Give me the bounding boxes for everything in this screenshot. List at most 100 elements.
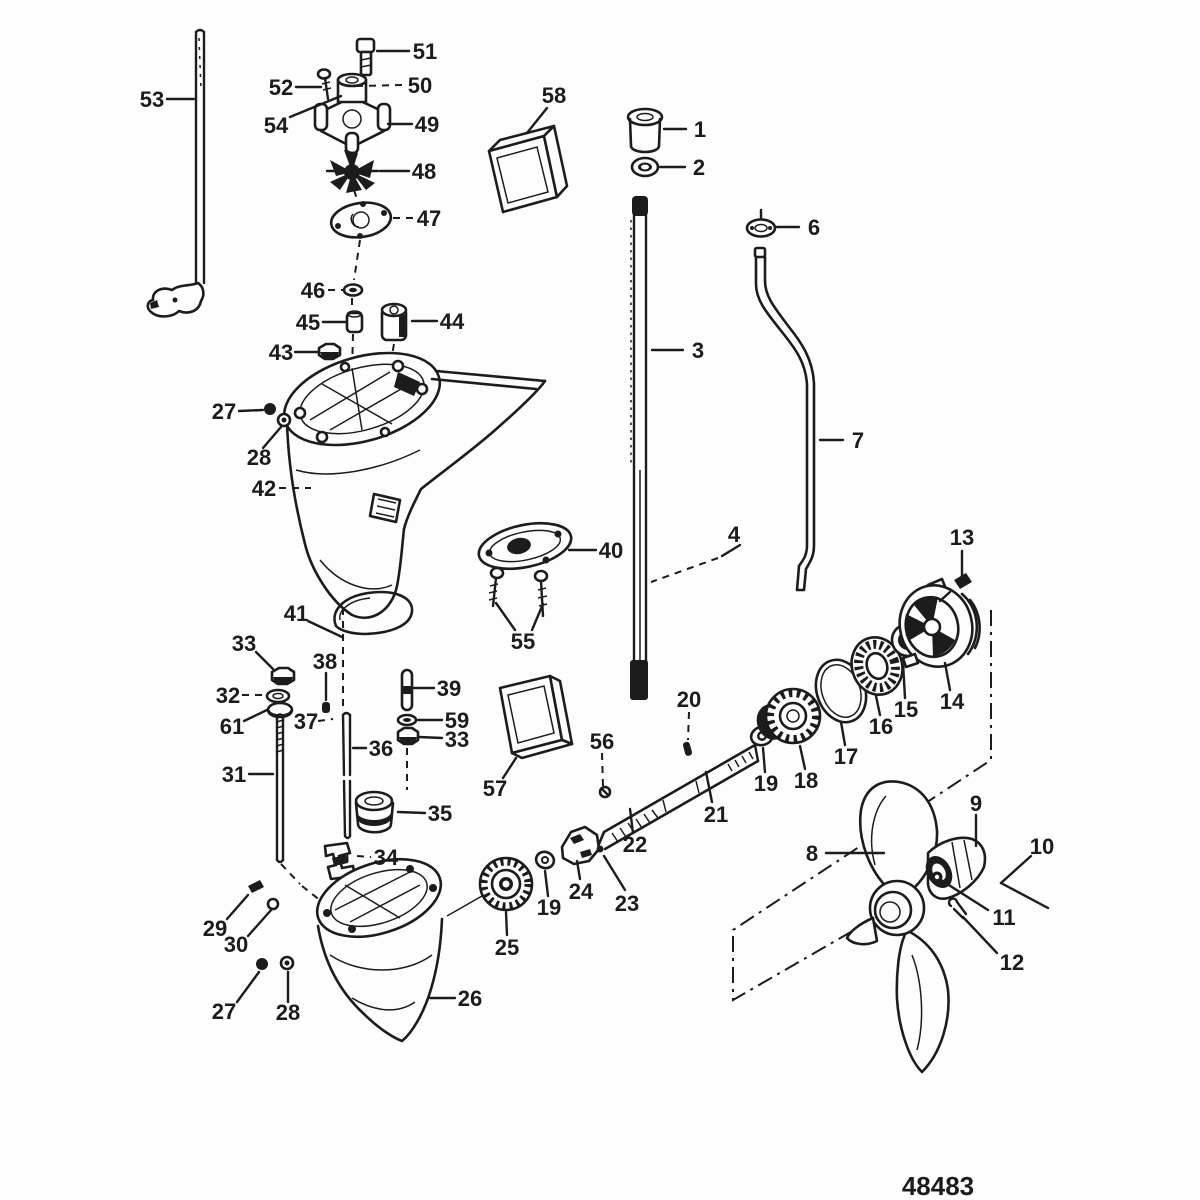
callout-38: 38 bbox=[313, 649, 337, 702]
callout-46: 46 bbox=[301, 278, 343, 303]
callout-23: 23 bbox=[602, 854, 639, 916]
callout-20-label: 20 bbox=[677, 687, 701, 712]
callout-11: 11 bbox=[939, 878, 1016, 930]
callout-47: 47 bbox=[393, 206, 441, 231]
callout-35-label: 35 bbox=[428, 801, 452, 826]
callout-52-label: 52 bbox=[269, 75, 293, 100]
part-washer-32 bbox=[265, 688, 291, 704]
part-pump-base-40 bbox=[477, 521, 573, 571]
callout-42-label: 42 bbox=[252, 476, 276, 501]
part-bearing-16 bbox=[850, 636, 904, 696]
part-propshaft-21 bbox=[597, 743, 760, 851]
part-shift-rod-7 bbox=[753, 246, 816, 592]
callout-58: 58 bbox=[525, 83, 566, 135]
part-screw-56 bbox=[598, 785, 612, 799]
callout-40-label: 40 bbox=[599, 538, 623, 563]
part-washer-11 bbox=[931, 871, 943, 883]
callout-28a-label: 28 bbox=[247, 445, 271, 470]
part-pinion-nut-1 bbox=[626, 107, 664, 154]
callout-48: 48 bbox=[378, 159, 436, 184]
part-rod-36 bbox=[341, 608, 352, 879]
callout-4: 4 bbox=[650, 522, 742, 583]
callout-12-label: 12 bbox=[1000, 950, 1024, 975]
callout-51: 51 bbox=[375, 39, 437, 64]
callout-56: 56 bbox=[590, 729, 614, 787]
callout-17-label: 17 bbox=[834, 744, 858, 769]
callout-59: 59 bbox=[416, 708, 469, 733]
part-seal-kit-58 bbox=[487, 124, 569, 214]
part-pump-bolt-51 bbox=[355, 37, 376, 77]
callout-29: 29 bbox=[203, 893, 250, 941]
callout-19b: 19 bbox=[754, 746, 778, 796]
part-pump-screw-52 bbox=[316, 68, 332, 101]
callout-31: 31 bbox=[222, 762, 275, 787]
part-studs-27-28-upper bbox=[264, 403, 292, 428]
callout-59-label: 59 bbox=[445, 708, 469, 733]
callout-34: 34 bbox=[356, 845, 399, 870]
callout-57-label: 57 bbox=[483, 776, 507, 801]
callout-57: 57 bbox=[483, 756, 518, 801]
part-lower-housing-26 bbox=[315, 857, 444, 1043]
callout-19a-label: 19 bbox=[537, 895, 561, 920]
callout-8-label: 8 bbox=[806, 841, 818, 866]
callout-6-label: 6 bbox=[808, 215, 820, 240]
callout-19a: 19 bbox=[537, 869, 561, 920]
callout-21: 21 bbox=[704, 770, 728, 827]
callout-61-label: 61 bbox=[220, 714, 244, 739]
part-propeller-8 bbox=[845, 780, 950, 1074]
callout-23-label: 23 bbox=[615, 891, 639, 916]
part-seal-grommet-46 bbox=[342, 283, 364, 297]
callout-19b-label: 19 bbox=[754, 771, 778, 796]
part-rod-31 bbox=[275, 713, 285, 864]
part-bearing-carrier-14 bbox=[898, 577, 981, 669]
part-gear-18 bbox=[756, 687, 822, 745]
drawing-number: 48483 bbox=[902, 1171, 974, 1200]
callout-55-label: 55 bbox=[511, 629, 535, 654]
callout-34-label: 34 bbox=[374, 845, 399, 870]
callout-20: 20 bbox=[677, 687, 701, 741]
callout-8: 8 bbox=[806, 841, 886, 866]
callout-45: 45 bbox=[296, 310, 348, 335]
callout-14: 14 bbox=[940, 661, 965, 714]
part-screws-55 bbox=[488, 566, 549, 618]
callout-36: 36 bbox=[351, 736, 393, 761]
part-clutch-24 bbox=[560, 825, 601, 866]
callout-29-label: 29 bbox=[203, 916, 227, 941]
callout-55: 55 bbox=[494, 601, 545, 654]
callout-50-label: 50 bbox=[408, 73, 432, 98]
part-pin-20 bbox=[682, 741, 693, 756]
callout-2-label: 2 bbox=[693, 155, 705, 180]
callout-26-label: 26 bbox=[458, 986, 482, 1011]
part-shift-rod-53 bbox=[146, 28, 206, 318]
callout-28a: 28 bbox=[247, 425, 283, 470]
callout-53: 53 bbox=[140, 87, 196, 112]
callout-1: 1 bbox=[662, 117, 706, 142]
callout-35: 35 bbox=[396, 801, 452, 826]
callout-22: 22 bbox=[623, 807, 647, 857]
callout-27b-label: 27 bbox=[212, 999, 236, 1024]
callout-16-label: 16 bbox=[869, 714, 893, 739]
callout-27a-label: 27 bbox=[212, 399, 236, 424]
part-plug-44 bbox=[380, 302, 408, 342]
callout-11-label: 11 bbox=[992, 905, 1015, 930]
callout-7: 7 bbox=[818, 428, 864, 453]
part-washer-19-left bbox=[534, 850, 556, 870]
callout-50: 50 bbox=[355, 73, 432, 98]
callout-39: 39 bbox=[412, 676, 461, 701]
callout-38-label: 38 bbox=[313, 649, 337, 674]
callout-16: 16 bbox=[869, 694, 893, 739]
part-bushing-35 bbox=[354, 790, 395, 834]
callout-21-label: 21 bbox=[704, 802, 728, 827]
callout-42: 42 bbox=[252, 476, 311, 501]
callout-47-label: 47 bbox=[417, 206, 441, 231]
callout-37: 37 bbox=[294, 709, 334, 734]
callout-41: 41 bbox=[284, 601, 344, 639]
callout-15-label: 15 bbox=[894, 697, 918, 722]
callout-10-label: 10 bbox=[1030, 834, 1054, 859]
callout-52: 52 bbox=[269, 75, 323, 100]
callout-39-label: 39 bbox=[437, 676, 461, 701]
part-bearing-25 bbox=[446, 856, 534, 917]
callout-32: 32 bbox=[216, 683, 265, 708]
